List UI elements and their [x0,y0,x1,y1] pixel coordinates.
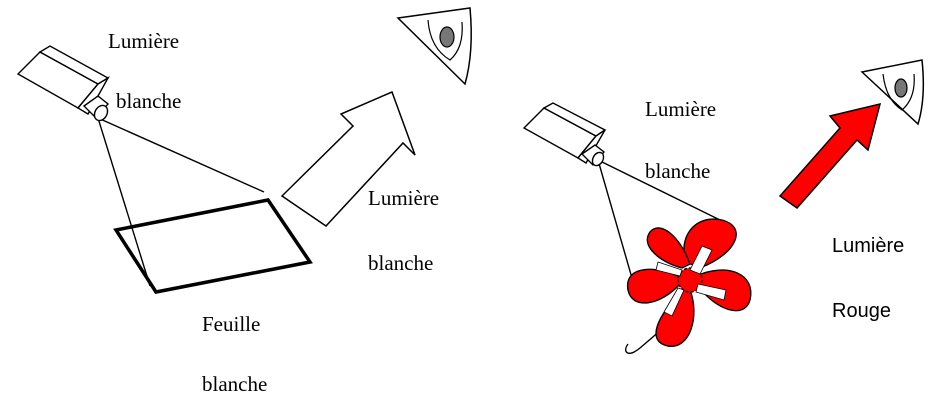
right-projector-icon [522,102,607,167]
left-eye-icon [396,7,472,86]
right-reflected-arrow-icon [778,102,882,210]
right-reflected-label-line2: Rouge [832,300,891,322]
right-light-beam [597,159,721,293]
left-reflected-label-line1: Lumière [368,186,439,210]
left-object-label-line2: blanche [202,372,267,396]
left-source-label-line1: Lumière [108,29,179,53]
red-flower-icon [625,218,752,354]
left-object-label-line1: Feuille [202,312,260,336]
left-light-beam [97,117,265,287]
right-reflected-label-line1: Lumière [832,235,904,257]
right-scene: Lumière blanche Lumière Rouge [522,59,925,354]
left-scene: Lumière blanche Lumière blanche Feuille … [16,7,472,396]
left-reflected-arrow-icon [280,90,416,227]
left-source-label-line2: blanche [116,89,181,113]
paper-sheet [113,198,313,294]
right-source-label-line2: blanche [645,159,710,183]
right-eye-icon [860,59,925,126]
left-projector-icon [16,45,110,122]
right-source-label-line1: Lumière [645,97,716,121]
left-reflected-label-line2: blanche [368,251,433,275]
